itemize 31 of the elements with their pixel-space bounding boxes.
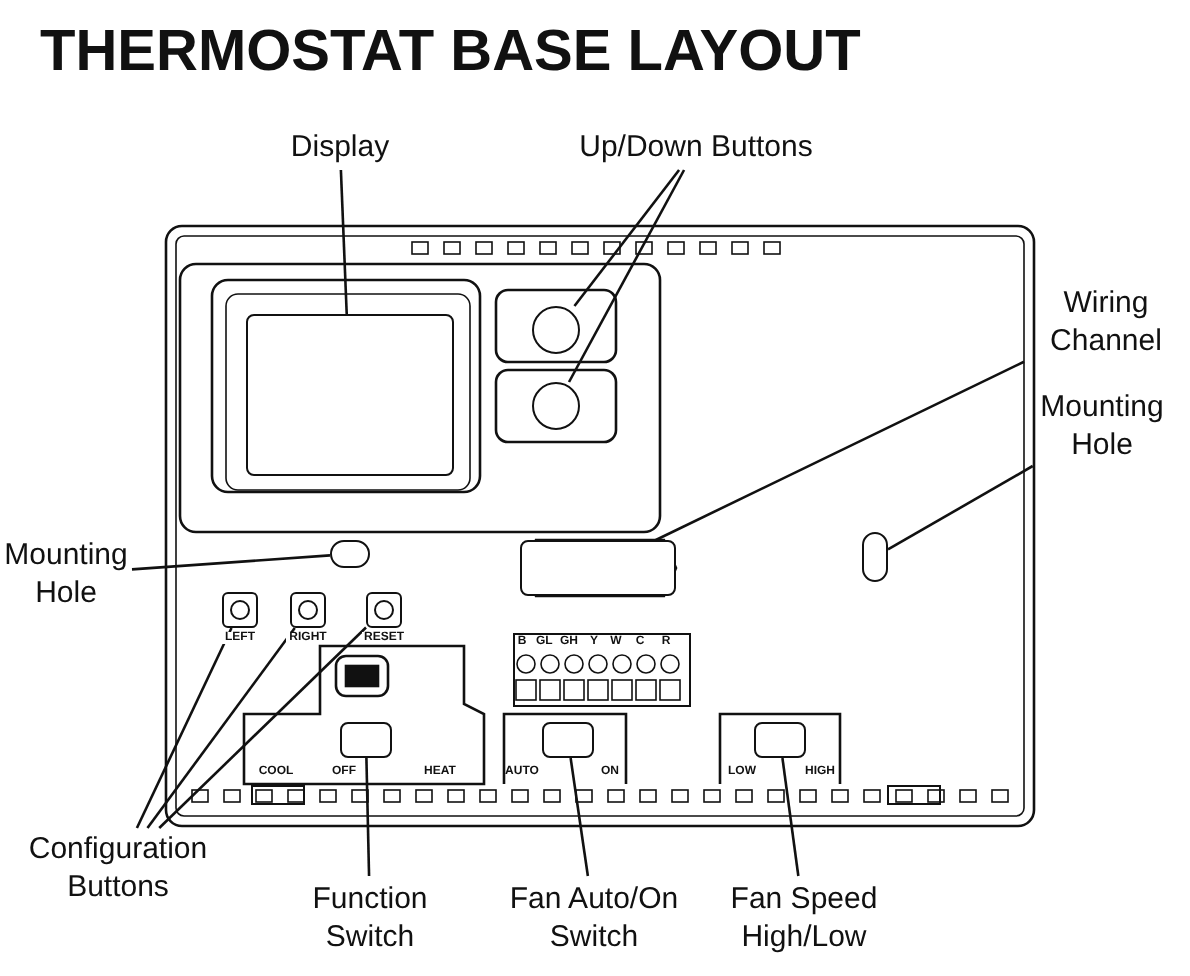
mounting-hole	[862, 532, 888, 582]
leader-line	[569, 757, 590, 877]
callout-label: Configuration Buttons	[0, 828, 236, 908]
leader-line	[339, 169, 348, 315]
wiring-channel	[520, 540, 676, 596]
callout-label: Up/Down Buttons	[536, 126, 856, 170]
leader-line	[887, 464, 1034, 551]
leader-line	[567, 169, 686, 383]
callout-label: Mounting Hole	[0, 534, 132, 614]
push-button	[222, 592, 258, 628]
display-screen	[246, 314, 454, 476]
leader-line	[135, 627, 233, 829]
leader-line	[131, 554, 331, 571]
slide-switch	[542, 722, 594, 758]
round-button	[532, 382, 580, 430]
leader-line	[365, 757, 371, 877]
push-button	[290, 592, 326, 628]
leader-line	[655, 360, 1025, 542]
push-button	[366, 592, 402, 628]
leader-line	[573, 169, 681, 307]
slide-switch	[340, 722, 392, 758]
callout-label: Wiring Channel	[1024, 282, 1188, 362]
round-button	[532, 306, 580, 354]
title: THERMOSTAT BASE LAYOUT	[40, 24, 861, 82]
slide-switch	[754, 722, 806, 758]
callout-label: Mounting Hole	[1016, 386, 1188, 466]
leader-line	[146, 627, 296, 829]
callout-label: Function Switch	[280, 876, 460, 960]
leader-line	[781, 757, 800, 877]
mounting-hole	[330, 540, 370, 568]
callout-label: Display	[260, 126, 420, 170]
